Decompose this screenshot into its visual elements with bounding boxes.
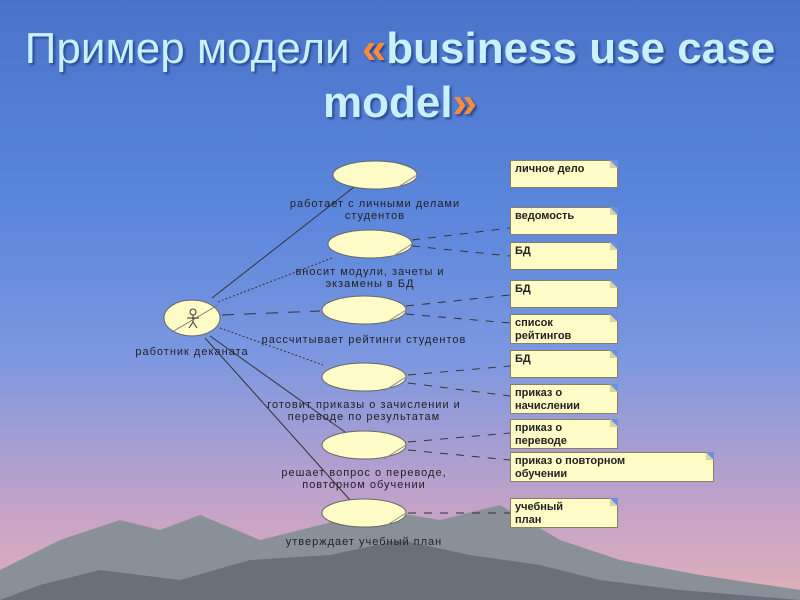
use-case-6[interactable] (321, 498, 407, 528)
note-repeat-study-order[interactable]: приказ о повторном обучении (510, 452, 714, 482)
note-db-2[interactable]: БД (510, 280, 618, 308)
note-curriculum[interactable]: учебный план (510, 498, 618, 528)
note-transfer-order[interactable]: приказ о переводе (510, 419, 618, 449)
note-record-sheet[interactable]: ведомость (510, 207, 618, 235)
slide-title: Пример модели «business use case model» (0, 22, 800, 130)
use-case-1-label: работает с личными делами (290, 198, 460, 210)
note-personal-file[interactable]: личное дело (510, 160, 618, 188)
use-case-5[interactable] (321, 430, 407, 460)
actor-label: работник деканата (135, 346, 248, 358)
title-prefix: Пример модели (24, 24, 362, 73)
use-case-4-label: готовит приказы о зачислении и (267, 399, 461, 411)
use-case-5-label: решает вопрос о переводе, (281, 467, 446, 479)
use-case-6-label: утверждает учебный план (286, 536, 443, 548)
associations (204, 186, 355, 501)
use-case-4[interactable] (321, 362, 407, 392)
stick-figure-icon (187, 308, 199, 329)
use-case-3[interactable] (321, 295, 407, 325)
note-db-1[interactable]: БД (510, 242, 618, 270)
dependencies (405, 227, 511, 514)
mountains-front (0, 540, 800, 600)
use-case-1-label2: студентов (345, 210, 405, 222)
use-case-3-label: рассчитывает рейтинги студентов (262, 334, 467, 346)
use-case-2[interactable] (327, 229, 413, 259)
note-db-3[interactable]: БД (510, 350, 618, 378)
actor-worker[interactable] (163, 299, 221, 337)
note-enrollment-order[interactable]: приказ о начислении (510, 384, 618, 414)
title-main: business use case model (322, 24, 776, 127)
quote-open: « (361, 24, 387, 73)
use-case-2-label2: экзамены в БД (326, 278, 415, 290)
use-case-2-label: вносит модули, зачеты и (295, 266, 444, 278)
use-case-1[interactable] (332, 160, 418, 190)
quote-close: » (452, 78, 478, 127)
use-case-5-label2: повторном обучении (302, 479, 426, 491)
note-rating-list[interactable]: список рейтингов (510, 314, 618, 344)
use-case-4-label2: переводе по результатам (288, 411, 440, 423)
